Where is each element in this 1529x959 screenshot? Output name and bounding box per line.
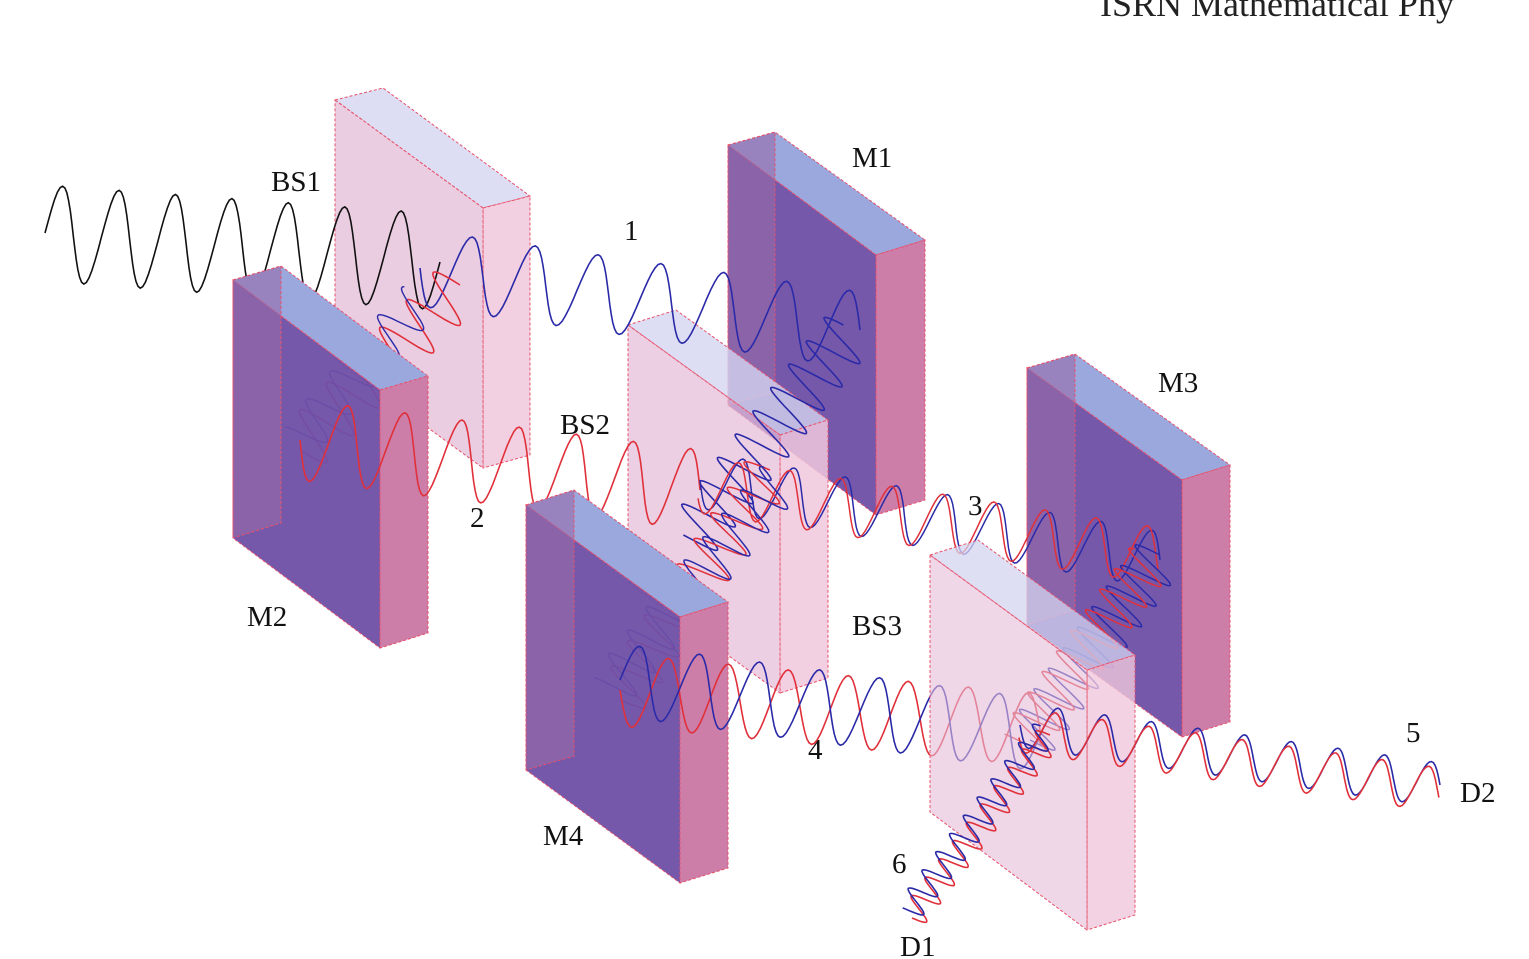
- label-m2: M2: [247, 601, 287, 633]
- beam-splitter-bs3: [928, 539, 1137, 932]
- mirror-m2: [231, 265, 430, 649]
- label-d2: D2: [1460, 777, 1495, 809]
- wave-m1-to-bs2: [680, 316, 861, 552]
- label-path-1: 1: [624, 215, 639, 247]
- label-bs1: BS1: [271, 166, 321, 198]
- label-m4: M4: [543, 820, 584, 852]
- label-path-2: 2: [470, 502, 485, 534]
- label-path-6: 6: [892, 848, 907, 880]
- wave-path-5-red: [1018, 712, 1440, 808]
- label-bs3: BS3: [852, 610, 902, 642]
- label-path-5: 5: [1406, 717, 1421, 749]
- mirror-m4: [524, 489, 730, 884]
- wave-path-1: [419, 236, 861, 362]
- wave-path-2: [299, 404, 701, 526]
- label-m1: M1: [852, 142, 892, 174]
- input-wave: [44, 185, 441, 310]
- label-d1: D1: [900, 931, 935, 959]
- label-path-3: 3: [968, 490, 983, 522]
- header-text: ISRN Mathematical Phy: [1100, 0, 1454, 24]
- wave-path-6-blue: [902, 723, 1049, 916]
- wave-path-6-red: [910, 729, 1052, 924]
- label-bs2: BS2: [560, 409, 610, 441]
- label-path-4: 4: [808, 734, 823, 766]
- label-m3: M3: [1158, 367, 1198, 399]
- wave-path-3-blue: [699, 458, 1161, 582]
- wave-path-3-red: [697, 461, 1159, 578]
